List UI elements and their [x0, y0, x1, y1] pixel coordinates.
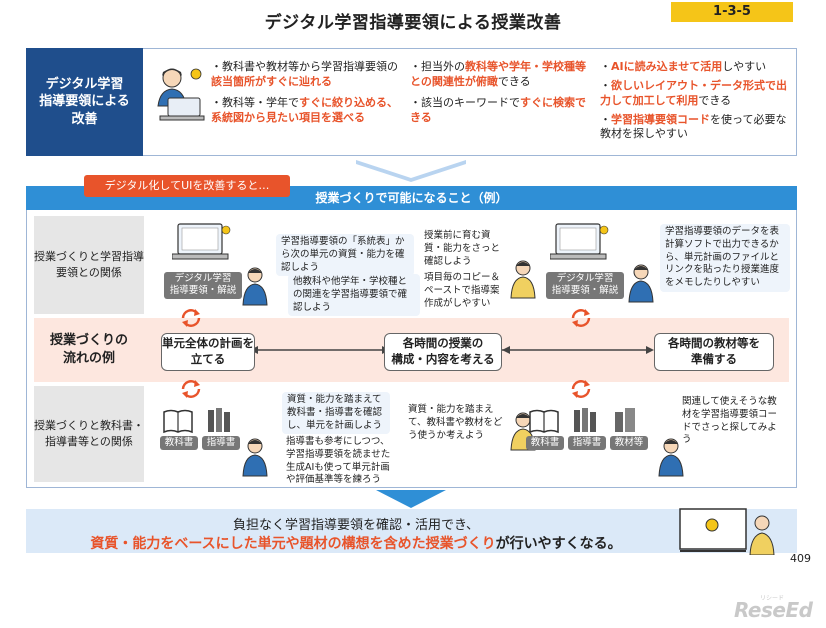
note-top-3: 授業前に育む資質・能力をさっと確認しよう	[424, 230, 501, 267]
textbook-tag: 教科書	[526, 436, 564, 451]
summary-item: 学習指導要領コードを使って必要な教材を探しやすい	[600, 113, 790, 143]
conclusion-highlight: 資質・能力をベースにした単元や題材の構想を含めた授業づくり	[90, 536, 496, 552]
note-top-1: 学習指導要領の「系統表」から次の単元の資質・能力を確認しよう	[276, 234, 414, 277]
cycle-icon	[181, 309, 201, 327]
laptop-icon	[550, 223, 609, 260]
summary-item: 教科等・学年ですぐに絞り込める、系統図から見たい項目を選べる	[211, 96, 401, 126]
page-title: デジタル学習指導要領による授業改善	[264, 13, 562, 33]
page-number: 409	[790, 552, 811, 565]
teacher-icon	[242, 267, 268, 306]
teacher-icon	[658, 438, 684, 477]
conclusion-text: が行いやすくなる。	[495, 536, 622, 552]
orange-tab: デジタル化してUIを改善すると…	[84, 175, 290, 197]
note-bottom-4: 関連して使えそうな教材を学習指導要領コードでさっと探してみよう	[682, 396, 778, 446]
teacher-guide-tag: 指導書	[568, 436, 606, 451]
flow-step-materials: 各時間の教材等を 準備する	[654, 333, 774, 371]
teacher-guide-tag: 指導書	[202, 436, 240, 451]
conclusion-panel	[26, 509, 797, 553]
summary-item: AIに読み込ませて活用しやすい	[600, 60, 790, 75]
materials-icon	[615, 408, 635, 432]
down-arrow-icon	[376, 490, 446, 508]
books-icon	[208, 408, 230, 432]
books-icon	[574, 408, 596, 432]
flow-step-unit-plan: 単元全体の計画を 立てる	[161, 333, 255, 371]
section-badge: 1-3-5	[671, 2, 793, 22]
note-bottom-3: 資質・能力を踏まえて、教科書や教材をどう使うか考えよう	[408, 404, 503, 441]
whiteboard-teacher-icon	[679, 508, 775, 555]
note-top-5: 学習指導要領のデータを表計算ソフトで出力できるから、単元計画のファイルとリンクを…	[660, 224, 790, 293]
reseed-logo: ReseEd	[734, 598, 813, 622]
summary-item: 担当外の教科等や学年・学校種等との関連性が俯瞰できる	[410, 60, 590, 90]
logo-subtext: リシード	[760, 595, 785, 602]
book-icon	[529, 409, 559, 434]
row-label-textbook: 授業づくりと教科書・ 指導書等との関係	[34, 386, 144, 482]
cycle-icon	[571, 380, 591, 398]
conclusion-line-2: 資質・能力をベースにした単元や題材の構想を含めた授業づくりが行いやすくなる。	[26, 533, 686, 553]
summary-item: 教科書や教材等から学習指導要領の該当箇所がすぐに辿れる	[211, 60, 401, 90]
row-label-text: 授業づくりの 流れの例	[49, 333, 128, 366]
summary-label-text: デジタル学習 指導要領による 改善	[39, 76, 130, 127]
summary-col1: 教科書や教材等から学習指導要領の該当箇所がすぐに辿れる 教科等・学年ですぐに絞り…	[211, 60, 401, 125]
summary-label: デジタル学習 指導要領による 改善	[26, 48, 143, 156]
row-label-flow: 授業づくりの 流れの例	[34, 318, 144, 382]
book-icon	[163, 409, 193, 434]
textbook-tag: 教科書	[160, 436, 198, 451]
laptop-icon	[172, 223, 231, 260]
teacher-icon	[242, 438, 268, 477]
flow-step-text: 各時間の教材等を 準備する	[668, 336, 760, 366]
teacher-icon	[628, 264, 654, 303]
row-label-text: 授業づくりと学習指導 要領との関係	[34, 250, 144, 279]
note-top-4: 項目毎のコピー＆ペーストで指導案作成がしやすい	[424, 272, 501, 309]
teacher-laptop-icon	[157, 68, 205, 121]
flow-step-text: 単元全体の計画を 立てる	[162, 336, 254, 366]
summary-col3: AIに読み込ませて活用しやすい 欲しいレイアウト・データ形式で出力して加工して利…	[600, 60, 790, 142]
digital-guideline-tag: デジタル学習 指導要領・解説	[546, 272, 624, 299]
summary-item: 該当のキーワードですぐに検索できる	[410, 96, 590, 126]
summary-item: 欲しいレイアウト・データ形式で出力して加工して利用できる	[600, 79, 790, 109]
note-top-2: 他教科や他学年・学校種との関連を学習指導要領で確認しよう	[288, 274, 420, 317]
conclusion-line-1: 負担なく学習指導要領を確認・活用でき、	[232, 518, 480, 533]
down-chevron-icon	[356, 160, 466, 182]
flow-step-text: 各時間の授業の 構成・内容を考える	[391, 336, 495, 366]
cycle-icon	[181, 380, 201, 398]
digital-guideline-tag: デジタル学習 指導要領・解説	[164, 272, 242, 299]
note-bottom-2: 指導書も参考にしつつ、学習指導要領を読ませた生成AIも使って単元計画や評価基準等…	[286, 436, 391, 486]
row-label-text: 授業づくりと教科書・ 指導書等との関係	[34, 419, 144, 448]
teacher-icon	[510, 260, 536, 299]
row-label-guideline: 授業づくりと学習指導 要領との関係	[34, 216, 144, 314]
materials-tag: 教材等	[610, 436, 648, 451]
summary-col2: 担当外の教科等や学年・学校種等との関連性が俯瞰できる 該当のキーワードですぐに検…	[410, 60, 590, 125]
cycle-icon	[571, 309, 591, 327]
note-bottom-1: 資質・能力を踏まえて教科書・指導書を確認し、単元を計画しよう	[282, 392, 390, 435]
flow-step-lesson: 各時間の授業の 構成・内容を考える	[384, 333, 502, 371]
